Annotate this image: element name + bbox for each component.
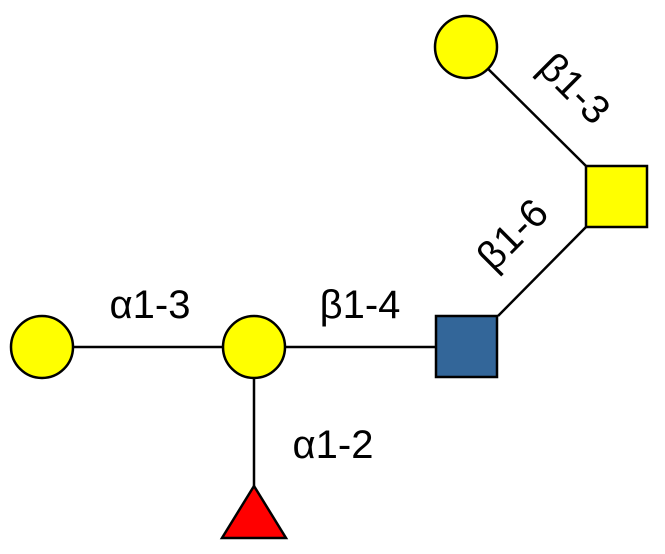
- bond-beta1-6: [497, 226, 587, 317]
- glcnac-node: [434, 314, 499, 379]
- label-beta1-4: β1-4: [320, 283, 401, 327]
- fucose-node: [219, 483, 289, 540]
- galactose-left-node: [9, 314, 75, 380]
- galnac-node: [584, 164, 649, 229]
- label-alpha1-2: α1-2: [293, 423, 374, 467]
- label-alpha1-3: α1-3: [110, 283, 191, 327]
- label-beta1-6: β1-6: [469, 191, 557, 279]
- galactose-center-node: [221, 314, 287, 380]
- galactose-top-node: [433, 14, 499, 80]
- label-beta1-3: β1-3: [530, 45, 618, 133]
